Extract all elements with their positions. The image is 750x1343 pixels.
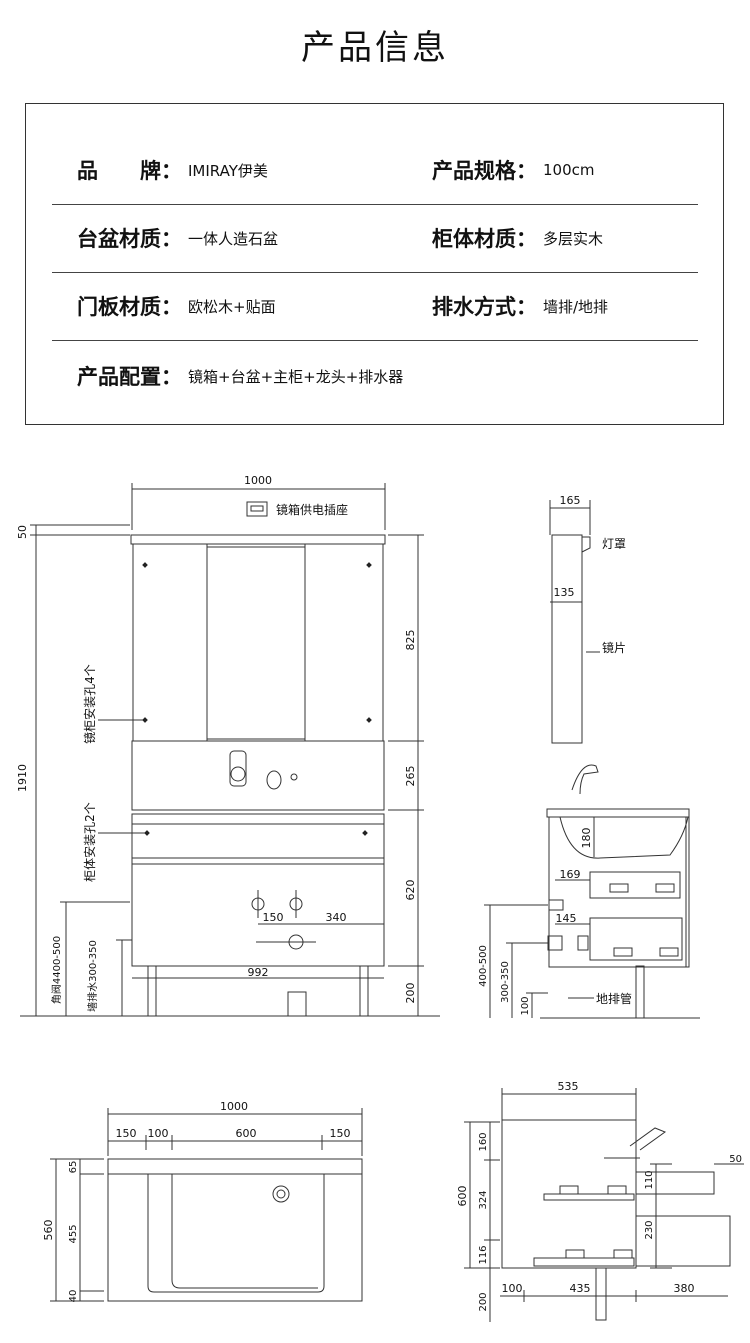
mirror-height-label: 825 <box>404 630 417 651</box>
spec-table: 品 牌： IMIRAY伊美 产品规格： 100cm 台盆材质： 一体人造石盆 柜体材质… <box>25 103 724 425</box>
spec-label: 品 牌： <box>77 159 182 183</box>
side-basin-height-label: 180 <box>580 828 593 849</box>
mirror-holes-label: 镜柜安装孔4个 <box>82 664 97 744</box>
spec-door-material: 门板材质： 欧松木+贴面 <box>77 272 276 340</box>
floor-drain-label: 地排管 <box>596 991 632 1006</box>
spec-row: 台盆材质： 一体人造石盆 柜体材质： 多层实木 <box>52 204 698 273</box>
section-230-label: 230 <box>644 1220 655 1239</box>
spec-value: 镜箱+台盆+主柜+龙头+排水器 <box>188 367 404 386</box>
spec-label: 排水方式： <box>432 295 537 319</box>
spec-config: 产品配置： 镜箱+台盆+主柜+龙头+排水器 <box>77 342 403 410</box>
top-row-1: 65 <box>68 1161 79 1174</box>
spec-value: 100cm <box>543 161 595 179</box>
lamp-label: 灯罩 <box>602 537 626 551</box>
top-depth-label: 560 <box>42 1220 55 1241</box>
faucet-offset-label: 340 <box>326 911 347 924</box>
spec-cabinet-material: 柜体材质： 多层实木 <box>432 204 603 272</box>
valve-height-label: 角阀4400-500 <box>50 936 63 1004</box>
side-169-label: 169 <box>560 868 581 881</box>
top-gap-label: 50 <box>16 525 29 539</box>
top-width-label: 1000 <box>220 1100 248 1113</box>
spec-value: IMIRAY伊美 <box>188 161 268 180</box>
section-depth-label: 535 <box>558 1080 579 1093</box>
spec-label: 柜体材质： <box>432 227 537 251</box>
section-bottom-3: 380 <box>674 1282 695 1295</box>
spec-label: 产品配置： <box>77 365 182 389</box>
top-seg-3: 600 <box>236 1127 257 1140</box>
bottom-width-label: 992 <box>248 966 269 979</box>
spec-row: 门板材质： 欧松木+贴面 排水方式： 墙排/地排 <box>52 272 698 341</box>
side-valve-label: 400-500 <box>478 945 489 987</box>
section-bottom-1: 100 <box>502 1282 523 1295</box>
spec-drainage: 排水方式： 墙排/地排 <box>432 272 608 340</box>
spec-value: 多层实木 <box>543 229 604 248</box>
front-view <box>20 483 440 1017</box>
leg-height-label: 200 <box>404 983 417 1004</box>
side-drain-label: 300-350 <box>500 961 511 1003</box>
section-view <box>464 1088 744 1322</box>
cabinet-holes-label: 柜体安装孔2个 <box>82 802 97 882</box>
section-row-2: 324 <box>478 1190 489 1209</box>
top-row-3: 40 <box>68 1290 79 1303</box>
section-row-3: 116 <box>478 1245 489 1264</box>
spec-value: 一体人造石盆 <box>188 229 279 248</box>
section-row-1: 160 <box>478 1132 489 1151</box>
top-view <box>50 1108 363 1302</box>
mirror-depth-label: 135 <box>554 586 575 599</box>
socket-label: 镜箱供电插座 <box>276 502 348 517</box>
faucet-gap-label: 150 <box>263 911 284 924</box>
spec-brand: 品 牌： IMIRAY伊美 <box>77 136 268 204</box>
top-seg-2: 100 <box>148 1127 169 1140</box>
wall-drain-label: 墙排水300-350 <box>86 940 99 1012</box>
spec-row: 品 牌： IMIRAY伊美 产品规格： 100cm <box>52 136 698 205</box>
section-110-label: 110 <box>644 1170 655 1189</box>
section-bottom-2: 435 <box>570 1282 591 1295</box>
spec-label: 产品规格： <box>432 159 537 183</box>
section-height-label: 600 <box>456 1186 469 1207</box>
spec-size: 产品规格： 100cm <box>432 136 595 204</box>
side-depth-label: 165 <box>560 494 581 507</box>
side-145-label: 145 <box>556 912 577 925</box>
cabinet-height-label: 620 <box>404 880 417 901</box>
section-leg-label: 200 <box>478 1292 489 1311</box>
spec-row: 产品配置： 镜箱+台盆+主柜+龙头+排水器 <box>52 342 698 410</box>
mirror-label: 镜片 <box>602 640 626 655</box>
top-seg-1: 150 <box>116 1127 137 1140</box>
spec-basin-material: 台盆材质： 一体人造石盆 <box>77 204 278 272</box>
top-seg-4: 150 <box>330 1127 351 1140</box>
top-row-2: 455 <box>68 1224 79 1243</box>
front-width-label: 1000 <box>244 474 272 487</box>
spec-value: 墙排/地排 <box>543 297 609 316</box>
side-leg-label: 100 <box>520 996 531 1015</box>
spec-value: 欧松木+贴面 <box>188 297 276 316</box>
spec-label: 台盆材质： <box>77 227 182 251</box>
basin-height-label: 265 <box>404 766 417 787</box>
page-title: 产品信息 <box>301 28 449 68</box>
side-view <box>484 500 700 1019</box>
spec-label: 门板材质： <box>77 295 182 319</box>
section-50-label: 50 <box>729 1154 742 1165</box>
total-height-label: 1910 <box>16 764 29 792</box>
